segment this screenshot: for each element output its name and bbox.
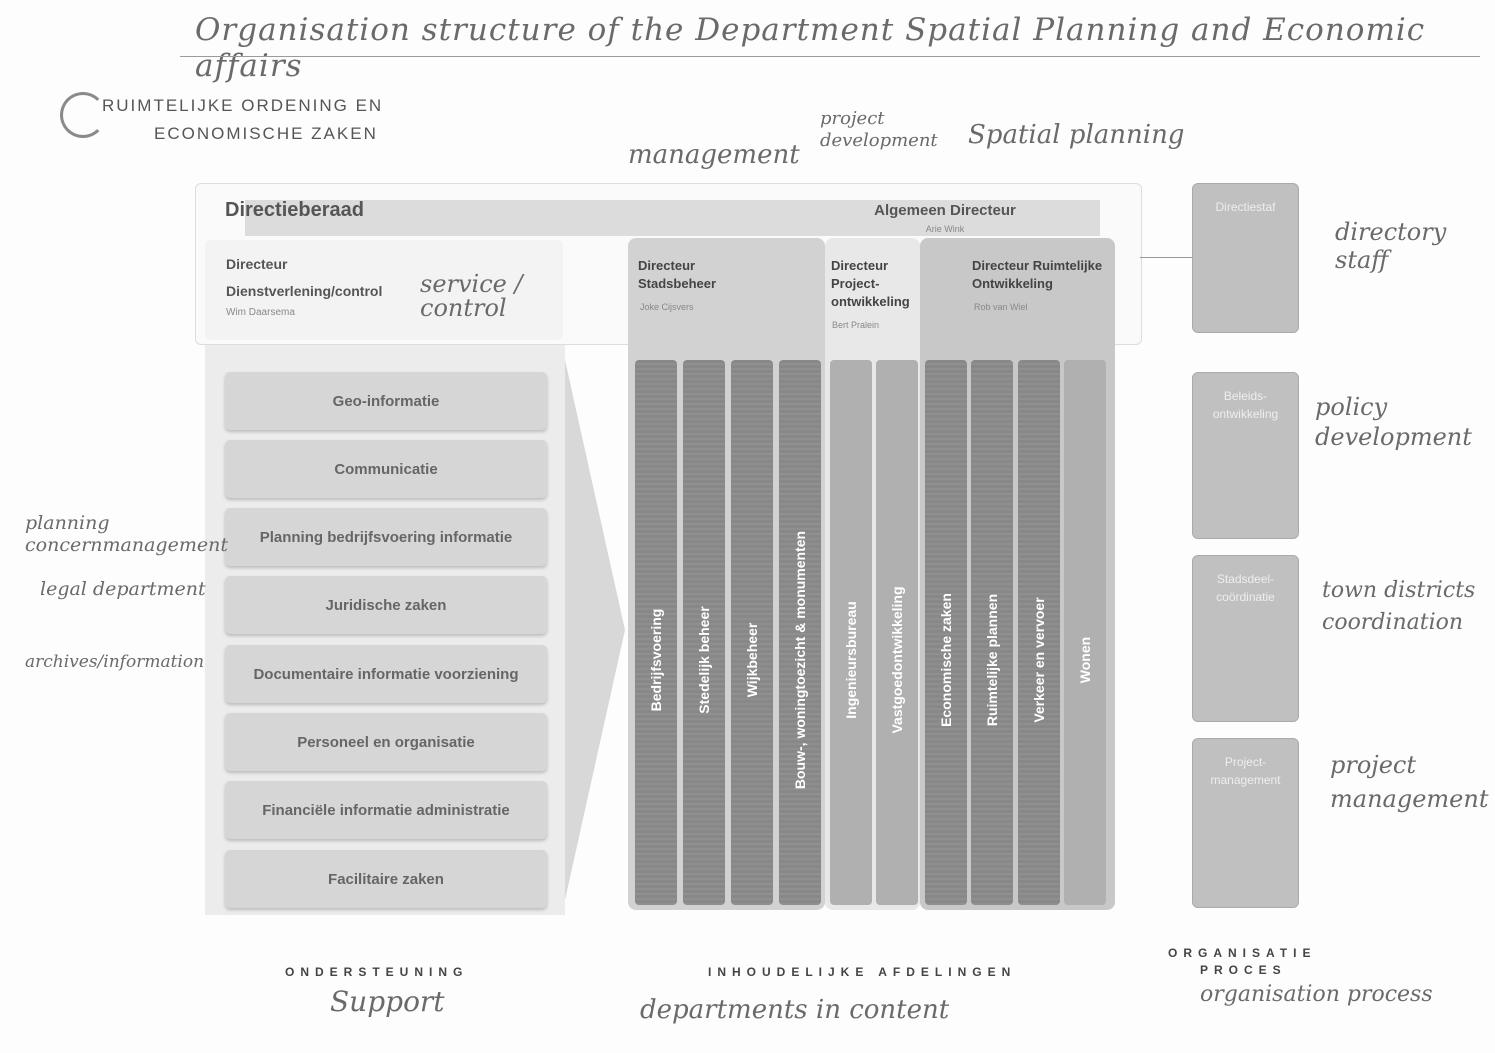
- department-column: Stedelijk beheer: [683, 360, 725, 905]
- note-archives: archives/information: [25, 652, 205, 672]
- department-column: Economische zaken: [925, 360, 967, 905]
- note-town-districts: town districts coordination: [1322, 578, 1476, 635]
- algemeen-directeur-name: Arie Wink: [925, 224, 965, 234]
- directieberaad-bar: [245, 200, 1100, 236]
- note-management: management: [628, 140, 800, 170]
- directeur-dienstverlening-box: [205, 240, 563, 340]
- group2-line3: ontwikkeling: [831, 294, 910, 309]
- department-label: Ingenieursbureau: [843, 601, 859, 719]
- department-column: Wonen: [1064, 360, 1106, 905]
- department-column: Verkeer en vervoer: [1018, 360, 1060, 905]
- note-policy-development: policy development: [1315, 393, 1472, 451]
- department-label: Stedelijk beheer: [696, 606, 712, 714]
- note-service-control: service / control: [420, 270, 523, 322]
- department-column: Bouw-, woningtoezicht & monumenten: [779, 360, 821, 905]
- note-directory-staff: directory staff: [1335, 218, 1447, 274]
- group2-line1: Directeur: [831, 258, 889, 273]
- logo-line2: ECONOMISCHE ZAKEN: [154, 124, 378, 143]
- group3-header: Directeur Ruimtelijke Ontwikkeling: [972, 257, 1102, 293]
- box-stadsdeelcoordinatie: Stadsdeel-coördinatie: [1192, 555, 1299, 722]
- department-label: Wijkbeheer: [744, 622, 760, 698]
- department-column: Bedrijfsvoering: [635, 360, 677, 905]
- caption-ondersteuning: ONDERSTEUNING: [285, 965, 469, 979]
- box-directiestaf-label: Directiestaf: [1215, 200, 1276, 214]
- department-column: Wijkbeheer: [731, 360, 773, 905]
- department-label: Wonen: [1077, 636, 1093, 684]
- group3-name: Rob van Wiel: [974, 302, 1028, 312]
- note-departments-in-content: departments in content: [640, 995, 950, 1025]
- logo-line1: RUIMTELIJKE ORDENING EN: [102, 96, 384, 115]
- group2-line2: Project-: [831, 276, 880, 291]
- group1-line1: Directeur: [638, 258, 696, 273]
- group3-line2: Ontwikkeling: [972, 276, 1053, 291]
- box-directiestaf: Directiestaf: [1192, 183, 1299, 333]
- group3-line1: Directeur Ruimtelijke: [972, 258, 1103, 273]
- department-label: Bouw-, woningtoezicht & monumenten: [792, 530, 808, 790]
- caption-proces: PROCES: [1200, 963, 1287, 977]
- department-label: Vastgoedontwikkeling: [889, 586, 905, 734]
- support-item: Documentaire informatie voorziening: [225, 645, 547, 703]
- note-spatial-planning: Spatial planning: [968, 120, 1185, 150]
- directieberaad-title: Directieberaad: [225, 199, 364, 221]
- dienst-line2: Dienstverlening/control: [226, 283, 383, 299]
- department-label: Ruimtelijke plannen: [984, 593, 1000, 727]
- note-project-development: project development: [820, 108, 938, 151]
- group1-line2: Stadsbeheer: [638, 276, 717, 291]
- connector-line: [1140, 257, 1192, 258]
- group2-name: Bert Pralein: [832, 320, 880, 330]
- logo-text: RUIMTELIJKE ORDENING EN ECONOMISCHE ZAKE…: [102, 92, 383, 148]
- support-item: Financiële informatie administratie: [225, 781, 547, 839]
- department-column: Vastgoedontwikkeling: [876, 360, 918, 905]
- group1-header: Directeur Stadsbeheer: [638, 257, 716, 293]
- box-beleidsontwikkeling-label: Beleids-ontwikkeling: [1212, 389, 1279, 421]
- caption-inhoudelijke: INHOUDELIJKE AFDELINGEN: [708, 965, 1017, 979]
- group1-name: Joke Cijsvers: [640, 302, 694, 312]
- support-item: Planning bedrijfsvoering informatie: [225, 508, 547, 566]
- algemeen-directeur-title: Algemeen Directeur: [874, 202, 1016, 219]
- note-planning-concern: planning concernmanagement: [25, 512, 228, 556]
- box-beleidsontwikkeling: Beleids-ontwikkeling: [1192, 372, 1299, 539]
- dienst-line1: Directeur: [226, 256, 288, 272]
- note-legal-department: legal department: [40, 578, 206, 600]
- note-organisation-process: organisation process: [1200, 982, 1433, 1007]
- arrow-shape: [565, 360, 625, 900]
- support-item: Geo-informatie: [225, 372, 547, 430]
- support-item: Communicatie: [225, 440, 547, 498]
- caption-organisatie: ORGANISATIE: [1168, 946, 1317, 960]
- title-underline: [180, 56, 1480, 57]
- note-support: Support: [330, 985, 445, 1018]
- support-item: Facilitaire zaken: [225, 850, 547, 908]
- group2-header: Directeur Project- ontwikkeling: [831, 257, 910, 311]
- department-label: Verkeer en vervoer: [1031, 597, 1047, 723]
- support-item: Juridische zaken: [225, 576, 547, 634]
- box-projectmanagement-label: Project-management: [1210, 755, 1281, 787]
- dienst-name: Wim Daarsema: [226, 307, 295, 318]
- box-stadsdeelcoordinatie-label: Stadsdeel-coördinatie: [1216, 572, 1275, 604]
- logo-icon: [60, 92, 106, 138]
- department-label: Economische zaken: [938, 593, 954, 727]
- note-project-management: project management: [1330, 751, 1489, 813]
- department-label: Bedrijfsvoering: [648, 608, 664, 712]
- box-projectmanagement: Project-management: [1192, 738, 1299, 908]
- department-column: Ingenieursbureau: [830, 360, 872, 905]
- department-column: Ruimtelijke plannen: [971, 360, 1013, 905]
- support-item: Personeel en organisatie: [225, 713, 547, 771]
- handwritten-title: Organisation structure of the Department…: [195, 12, 1426, 84]
